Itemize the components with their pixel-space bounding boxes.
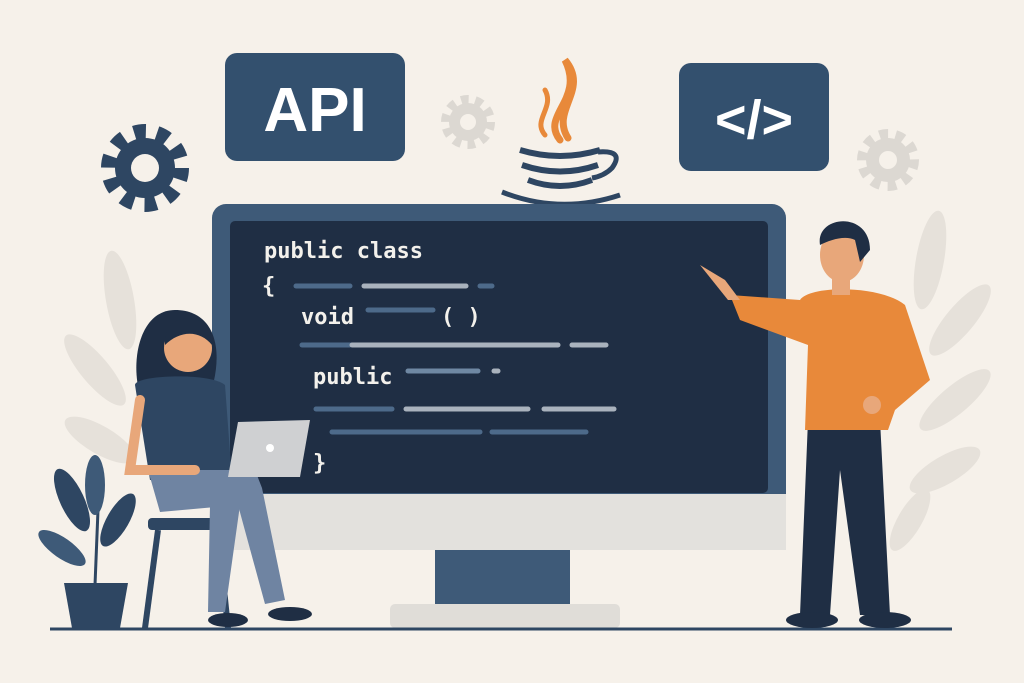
code-public: public (313, 365, 392, 390)
gear-icon (441, 95, 495, 149)
code-screen (230, 221, 768, 493)
background-leaves (64, 210, 991, 551)
code-void: void (301, 305, 354, 330)
code-close-brace: } (313, 451, 326, 476)
api-label: API (263, 76, 366, 145)
man-pointing (700, 221, 930, 628)
monitor (212, 204, 786, 628)
potted-plant (38, 455, 136, 628)
woman-with-laptop (124, 310, 312, 629)
api-badge: API (225, 53, 405, 161)
code-parens: ( ) (441, 305, 481, 330)
code-block: public class { void ( ) public } (262, 239, 617, 476)
code-open-brace: { (262, 274, 275, 299)
gear-icon (101, 124, 189, 212)
gear-icon (857, 129, 919, 191)
code-tag-label: </> (715, 90, 793, 150)
java-cup-icon (501, 57, 621, 207)
code-line-class: public class (264, 239, 423, 264)
code-placeholder-lines (293, 283, 617, 435)
code-tag-badge: </> (679, 63, 829, 171)
